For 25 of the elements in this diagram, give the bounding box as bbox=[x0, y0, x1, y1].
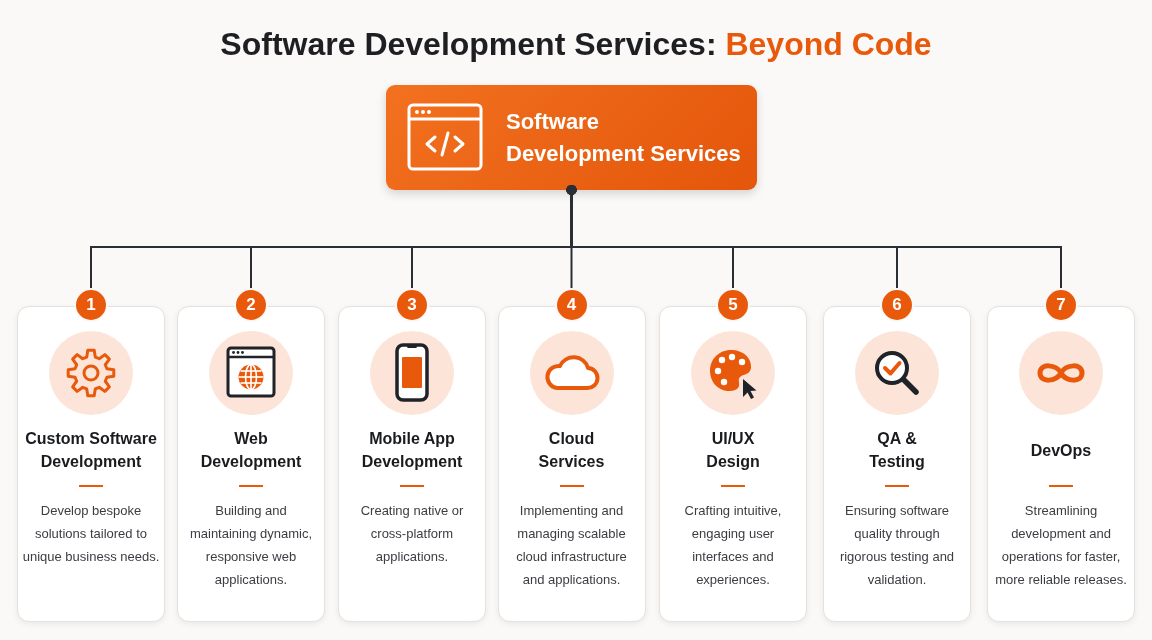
number-badge: 2 bbox=[236, 290, 266, 320]
number-badge: 7 bbox=[1046, 290, 1076, 320]
card-heading: UI/UX Design bbox=[705, 429, 761, 472]
card-heading: Cloud Services bbox=[537, 429, 606, 472]
connector-line bbox=[566, 185, 1062, 291]
number-badge: 4 bbox=[556, 290, 587, 320]
card-description: Develop bespoke solutions tailored to unique business needs. bbox=[21, 502, 161, 566]
card-heading: Custom Software Development bbox=[24, 429, 158, 472]
card-description: Creating native or cross-platform applications. bbox=[359, 502, 465, 566]
number-badge: 5 bbox=[718, 290, 748, 320]
number-badge: 6 bbox=[882, 290, 912, 320]
card-heading: Mobile App Development bbox=[360, 429, 464, 472]
card-heading: DevOps bbox=[1030, 440, 1092, 461]
hub-title: Software Development Services bbox=[506, 107, 742, 168]
main-service-box bbox=[386, 85, 757, 190]
card-heading: QA & Testing bbox=[868, 429, 926, 472]
card-heading: Web Development bbox=[199, 429, 303, 472]
diagram-title: Software Development Services: Beyond Code bbox=[220, 25, 932, 64]
card-description: Streamlining development and operations for faster, more reliable releases. bbox=[994, 502, 1128, 589]
card-description: Ensuring software quality through rigorous testing and validation. bbox=[838, 502, 956, 589]
card-description: Crafting intuitive, engaging user interfaces and experiences. bbox=[683, 502, 783, 589]
card-description: Implementing and managing scalable cloud infrastructure and applications. bbox=[515, 502, 628, 589]
number-badge: 1 bbox=[76, 290, 106, 320]
card-description: Building and maintaining dynamic, responsive web applications. bbox=[188, 502, 314, 589]
number-badge: 3 bbox=[397, 290, 427, 320]
